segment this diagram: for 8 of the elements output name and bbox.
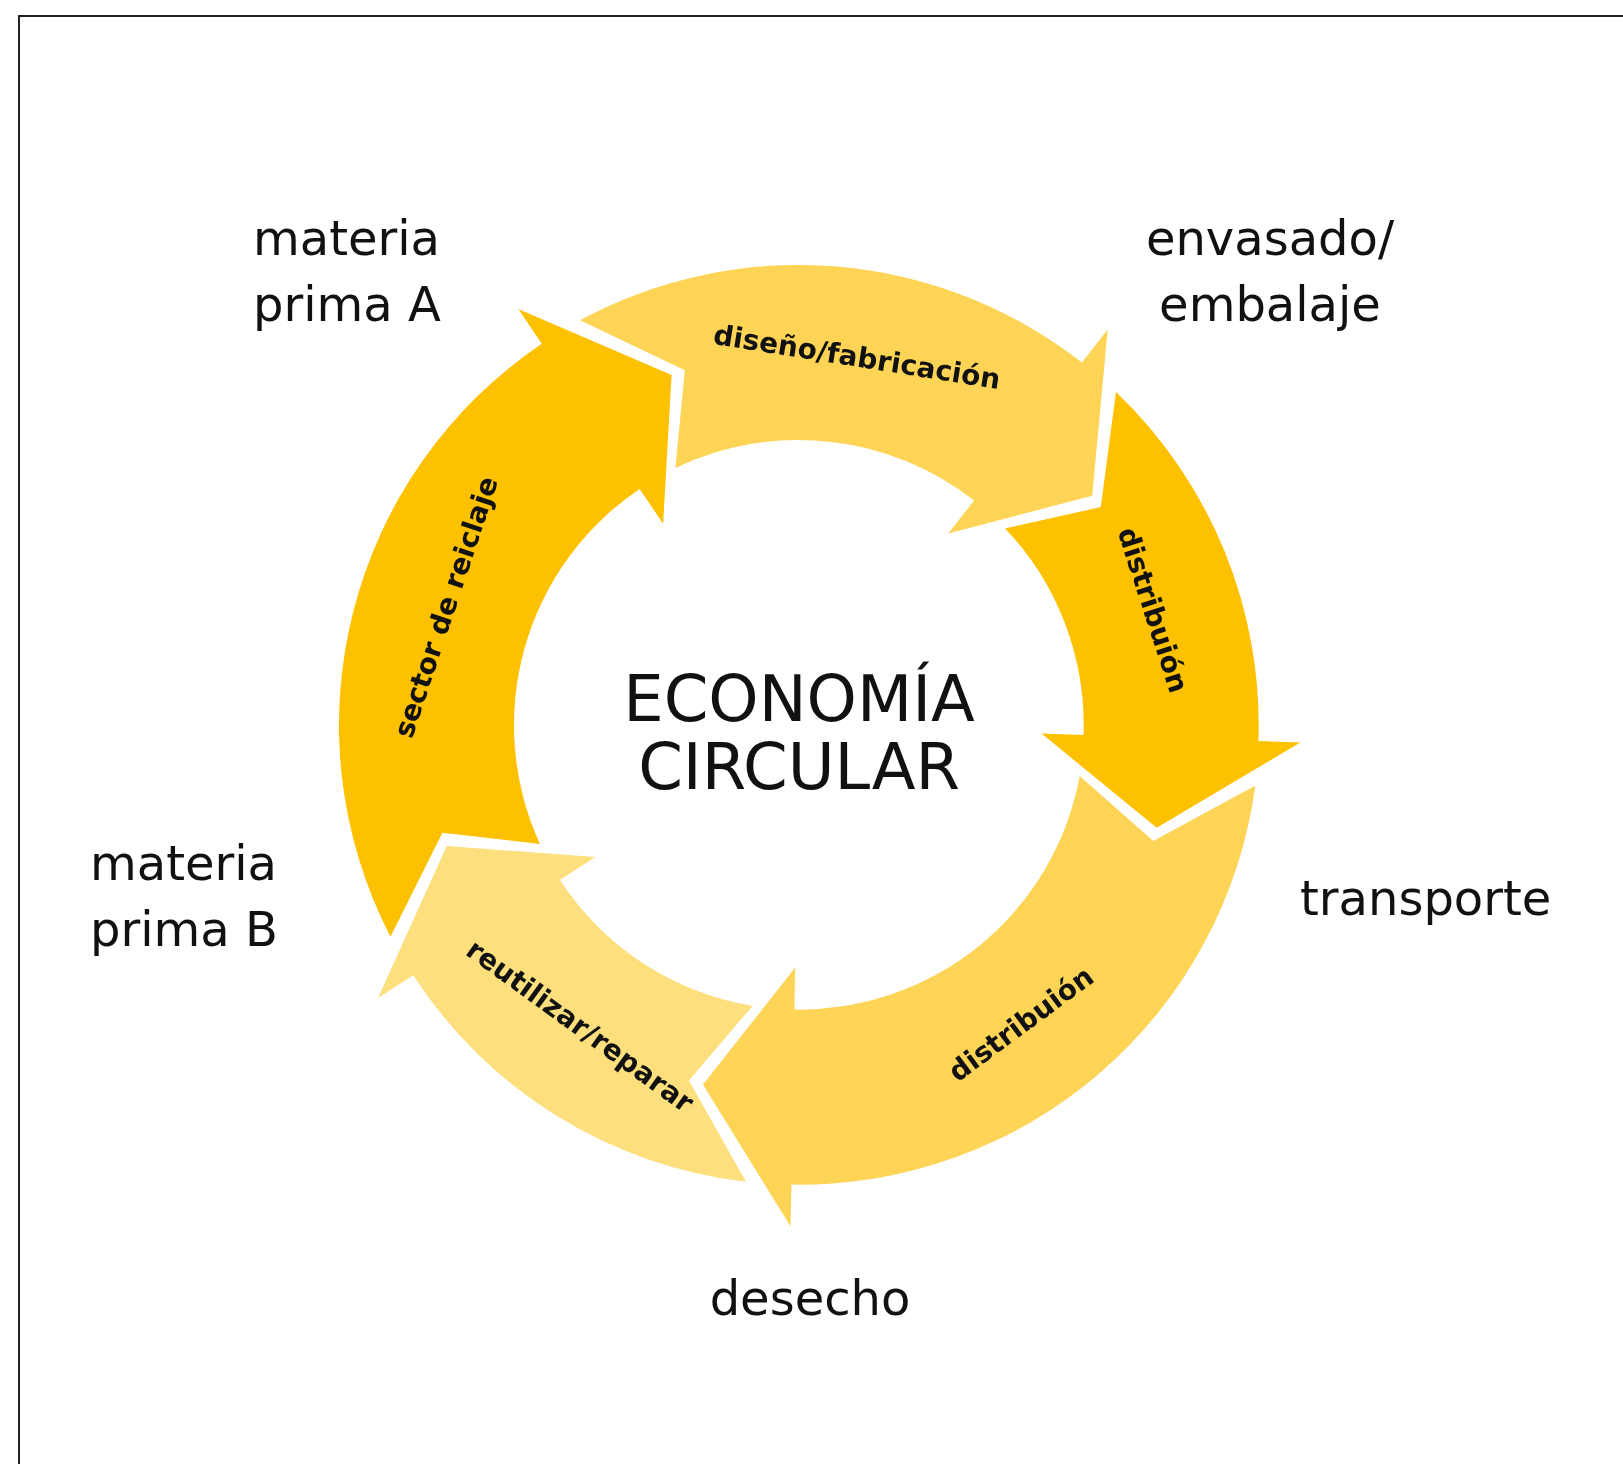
stage-label: materia prima B: [90, 834, 279, 959]
stage-label: desecho: [708, 1269, 912, 1328]
stage-label: envasado/ embalaje: [1144, 209, 1396, 334]
stage-label: transporte: [1300, 869, 1553, 928]
cycle-segment: [378, 846, 753, 1182]
cycle-segment: [1005, 392, 1301, 828]
stage-label: materia prima A: [253, 209, 442, 334]
cycle-segment: [580, 265, 1109, 534]
